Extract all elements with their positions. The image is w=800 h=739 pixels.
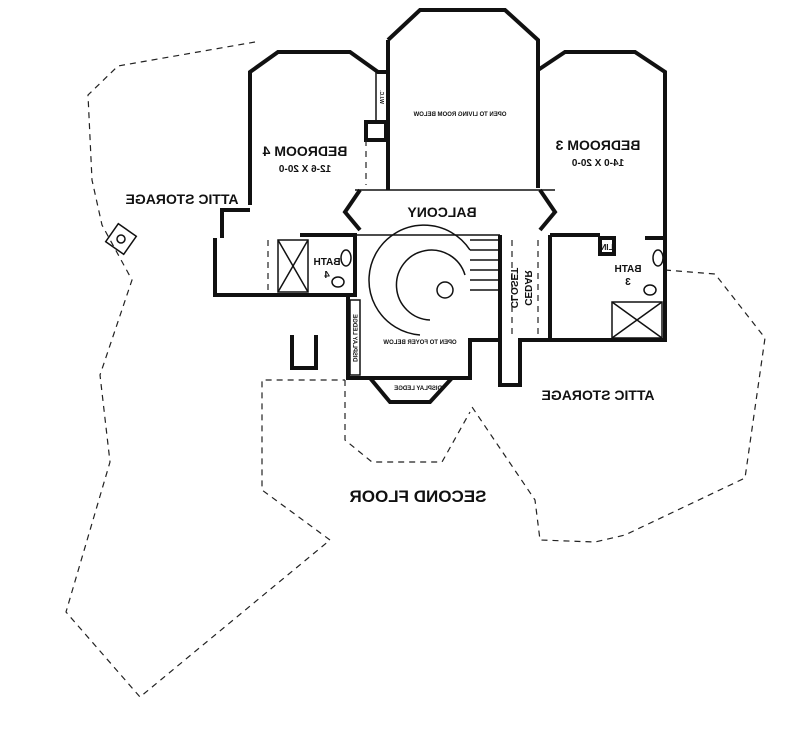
cedar-label: CEDAR <box>522 269 533 305</box>
balcony-label: BALCONY <box>407 204 477 220</box>
cedar-closet-walls <box>498 233 667 387</box>
bedroom-4-size: 12-6 X 20-0 <box>278 164 331 175</box>
display-ledge-bay <box>368 376 454 404</box>
bedroom-3-label: BEDROOM 3 <box>555 137 640 153</box>
closet-label: CLOSET <box>508 268 519 309</box>
attic-storage-left-label: ATTIC STORAGE <box>125 191 238 207</box>
attic-storage-right-label: ATTIC STORAGE <box>541 387 654 403</box>
foyer-walls <box>346 235 500 380</box>
wic-label: W.I.C. <box>378 90 384 104</box>
bedroom-3-walls <box>536 50 667 240</box>
balcony-walls <box>355 189 555 236</box>
floor-title: SECOND FLOOR <box>350 487 487 506</box>
linen-label: LIN <box>600 243 613 252</box>
attic-hatch-icon <box>104 222 138 256</box>
bath-3-label: BATH <box>614 264 641 275</box>
attic-left-outline <box>65 41 345 698</box>
living-open-walls <box>386 8 540 188</box>
foyer-open-label: OPEN TO FOYER BELOW <box>383 340 457 346</box>
chimney-fixture <box>290 335 318 370</box>
spiral-staircase-icon <box>368 224 500 336</box>
display-ledge-side-label: DISPLAY LEDGE <box>351 314 357 362</box>
bath-3-number: 3 <box>625 277 631 288</box>
bedroom-4-label: BEDROOM 4 <box>262 143 347 159</box>
living-open-label: OPEN TO LIVING ROOM BELOW <box>413 112 506 118</box>
display-ledge-label: DISPLAY LEDGE <box>394 386 442 392</box>
attic-right-outline <box>469 269 766 543</box>
bath-4-number: 4 <box>324 270 330 281</box>
bedroom-3-size: 14-0 X 20-0 <box>571 158 624 169</box>
bath-4-label: BATH <box>313 257 340 268</box>
bedroom-4-walls <box>248 50 388 205</box>
display-ledge-outline <box>344 380 471 463</box>
